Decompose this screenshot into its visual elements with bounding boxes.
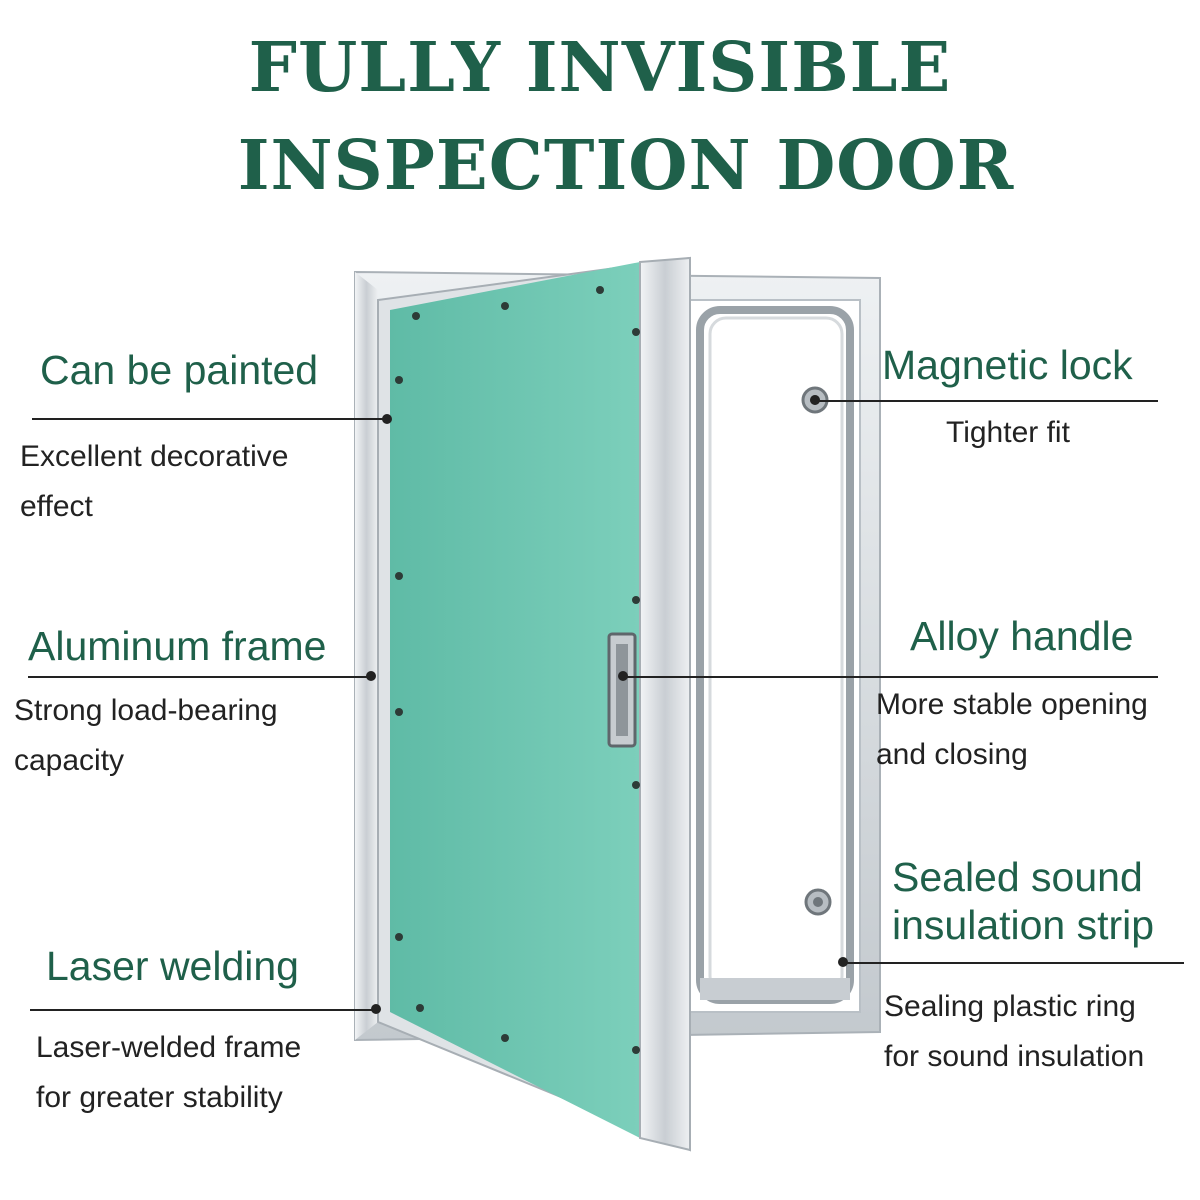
leader-line-laser [30,1009,376,1011]
feature-alloy-handle-desc: More stable opening and closing [876,688,1148,771]
magnetic-lock-lower-icon [804,888,832,916]
leader-line-painted [32,418,386,420]
title-line-2: INSPECTION DOOR [237,126,1015,206]
feature-aluminum-frame-title: Aluminum frame [28,623,327,669]
feature-alloy-handle-title: Alloy handle [910,613,1134,659]
feature-laser-welding-desc-1: Laser-welded frame [36,1031,302,1064]
feature-magnetic-lock-title: Magnetic lock [882,342,1133,388]
leader-dot-laser [371,1004,381,1014]
leader-line-magnetic [815,400,1158,402]
feature-aluminum-frame-desc: Strong load-bearing capacity [14,694,278,777]
feature-sealed-strip-desc-2: for sound insulation [884,1040,1145,1073]
feature-laser-welding-title: Laser welding [46,943,299,989]
door-panel [377,256,691,1152]
leader-line-handle [623,676,1158,678]
leader-dot-painted [382,414,392,424]
leader-dot-aluminum [366,671,376,681]
feature-can-be-painted-desc: Excellent decorative effect [20,440,289,523]
feature-magnetic-lock-desc: Tighter fit [946,416,1070,449]
alloy-handle-icon [607,632,637,748]
feature-laser-welding-desc-2: for greater stability [36,1081,283,1114]
feature-can-be-painted-title: Can be painted [40,347,319,393]
feature-sealed-strip-title: Sealed sound insulation strip [892,854,1155,948]
feature-sealed-strip-desc-1: Sealing plastic ring [884,990,1136,1023]
leader-line-aluminum [28,676,372,678]
frame-left-edge [355,272,378,1040]
title-line-1: FULLY INVISIBLE [248,28,952,108]
leader-line-sealed [843,962,1184,964]
